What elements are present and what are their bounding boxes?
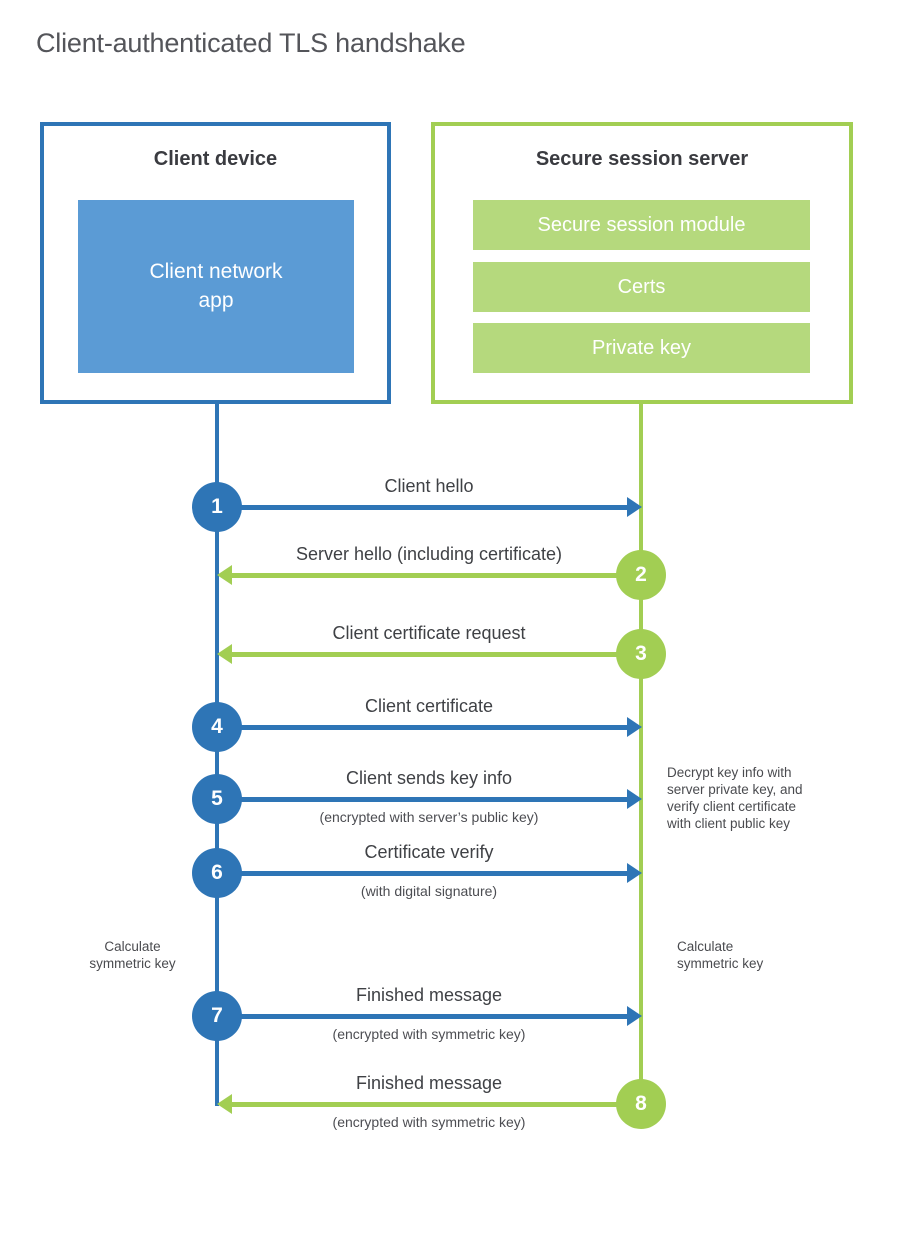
arrow-line (217, 1014, 629, 1019)
arrow-right-icon (627, 789, 642, 809)
arrow-line (217, 871, 629, 876)
arrow-line (231, 652, 641, 657)
step-number-badge: 7 (192, 991, 242, 1041)
step-number: 2 (635, 563, 647, 586)
server-box: Secure session server Secure session mod… (431, 122, 853, 404)
step-number-badge: 6 (192, 848, 242, 898)
step-number: 4 (211, 715, 223, 738)
message-label: Client certificate (364, 696, 494, 716)
arrow-left-icon (217, 1094, 232, 1114)
message-label: Client certificate request (332, 623, 526, 643)
server-module-certs: Certs (473, 262, 810, 312)
arrow-line (217, 797, 629, 802)
arrow-right-icon (627, 497, 642, 517)
step-number: 6 (211, 861, 223, 884)
arrow-line (231, 573, 641, 578)
client-network-app-box: Client network app (78, 200, 354, 373)
arrow-right-icon (627, 1006, 642, 1026)
arrow-right-icon (627, 863, 642, 883)
step-number-badge: 4 (192, 702, 242, 752)
step-number: 1 (211, 495, 223, 518)
arrow-left-icon (217, 644, 232, 664)
step-number-badge: 3 (616, 629, 666, 679)
message-label: Client hello (384, 476, 474, 496)
message-sublabel: (encrypted with symmetric key) (332, 1026, 526, 1042)
arrow-right-icon (627, 717, 642, 737)
step-number: 5 (211, 787, 223, 810)
message-sublabel: (encrypted with server’s public key) (319, 809, 539, 825)
calculate-symmetric-key-server-note: Calculate symmetric key (677, 939, 764, 971)
arrow-left-icon (217, 565, 232, 585)
step-number: 7 (211, 1004, 223, 1027)
server-title: Secure session server (535, 148, 749, 170)
step-number: 3 (635, 642, 647, 665)
client-device-title: Client device (153, 148, 278, 170)
step-number-badge: 2 (616, 550, 666, 600)
calculate-symmetric-key-client-note: Calculate symmetric key (89, 939, 176, 971)
message-label: Server hello (including certificate) (295, 544, 563, 564)
message-label: Finished message (355, 1073, 503, 1093)
client-device-box: Client device Client network app (40, 122, 391, 404)
message-sublabel: (with digital signature) (360, 883, 498, 899)
client-lifeline (215, 404, 219, 1106)
step-number-badge: 8 (616, 1079, 666, 1129)
server-module-private-key: Private key (473, 323, 810, 373)
server-lifeline (639, 404, 643, 1104)
message-sublabel: (encrypted with symmetric key) (332, 1114, 526, 1130)
decrypt-key-note: Decrypt key info with server private key… (667, 765, 803, 831)
message-label: Certificate verify (364, 842, 494, 862)
arrow-line (217, 505, 629, 510)
step-number: 8 (635, 1092, 647, 1115)
message-label: Client sends key info (345, 768, 513, 788)
server-module-secure-session: Secure session module (473, 200, 810, 250)
page-title: Client-authenticated TLS handshake (36, 28, 466, 58)
message-label: Finished message (355, 985, 503, 1005)
arrow-line (217, 725, 629, 730)
step-number-badge: 1 (192, 482, 242, 532)
arrow-line (231, 1102, 641, 1107)
step-number-badge: 5 (192, 774, 242, 824)
